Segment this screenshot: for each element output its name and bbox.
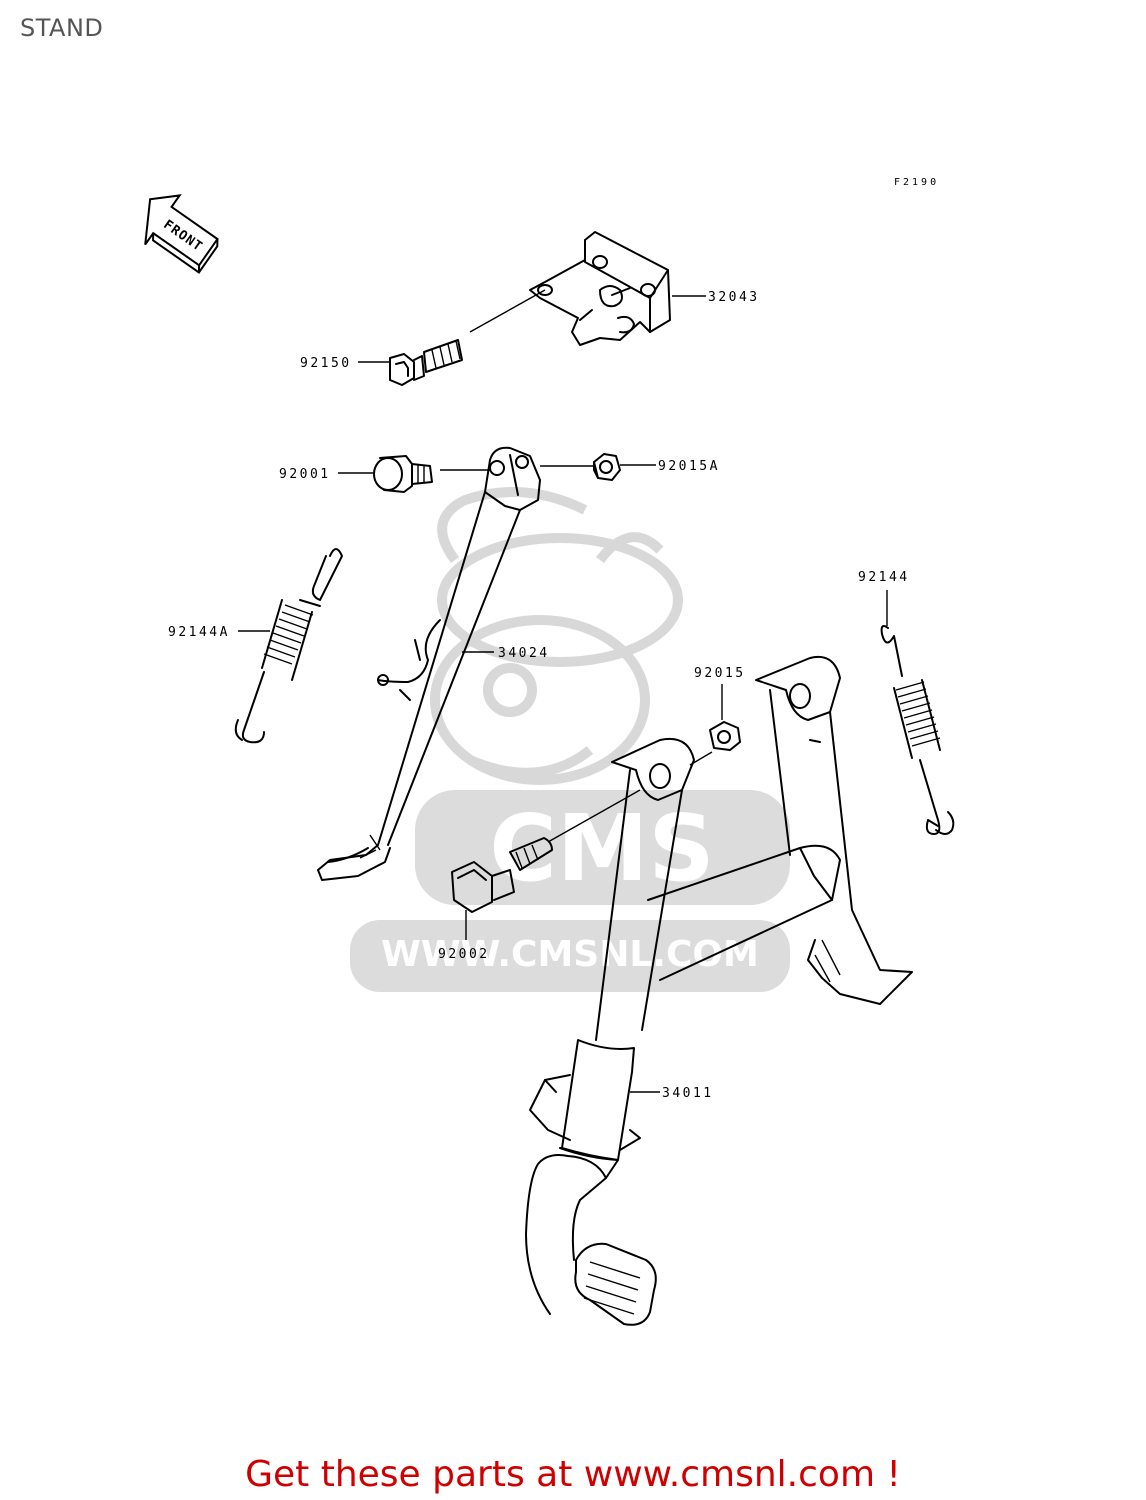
callout-32043: 32043 xyxy=(708,290,760,305)
part-34011-main-stand xyxy=(525,656,913,1326)
watermark: CMS WWW.CMSNL.COM xyxy=(350,487,790,992)
callout-92015: 92015 xyxy=(694,666,746,681)
part-92144-spring xyxy=(880,590,955,835)
callout-34011: 34011 xyxy=(662,1086,714,1101)
watermark-url-text: WWW.CMSNL.COM xyxy=(381,934,759,975)
callout-34024: 34024 xyxy=(498,646,550,661)
callout-92144A: 92144A xyxy=(168,625,230,640)
watermark-logo: CMS xyxy=(415,790,790,905)
part-92002-pivot-bolt xyxy=(451,751,713,940)
callout-92002: 92002 xyxy=(438,947,490,962)
part-34024-side-stand xyxy=(317,446,656,881)
page-title: STAND xyxy=(20,14,104,42)
callout-92144: 92144 xyxy=(858,570,910,585)
figure-ref: F2190 xyxy=(894,177,939,188)
front-arrow-icon: FRONT xyxy=(144,194,219,274)
callout-92015A: 92015A xyxy=(658,459,720,474)
part-32043-bracket xyxy=(529,231,671,346)
callout-92001: 92001 xyxy=(279,467,331,482)
part-92015A-nut xyxy=(593,453,621,481)
part-92001-pivot-bolt xyxy=(373,455,433,493)
watermark-mascot xyxy=(430,487,683,785)
callout-92150: 92150 xyxy=(300,356,352,371)
watermark-url-plate: WWW.CMSNL.COM xyxy=(350,920,790,992)
part-92150-bolt xyxy=(389,289,546,386)
part-92144A-spring xyxy=(234,548,343,744)
watermark-logo-text: CMS xyxy=(489,795,714,902)
part-92015-nut xyxy=(709,684,741,751)
promo-link[interactable]: Get these parts at www.cmsnl.com ! xyxy=(245,1454,901,1495)
